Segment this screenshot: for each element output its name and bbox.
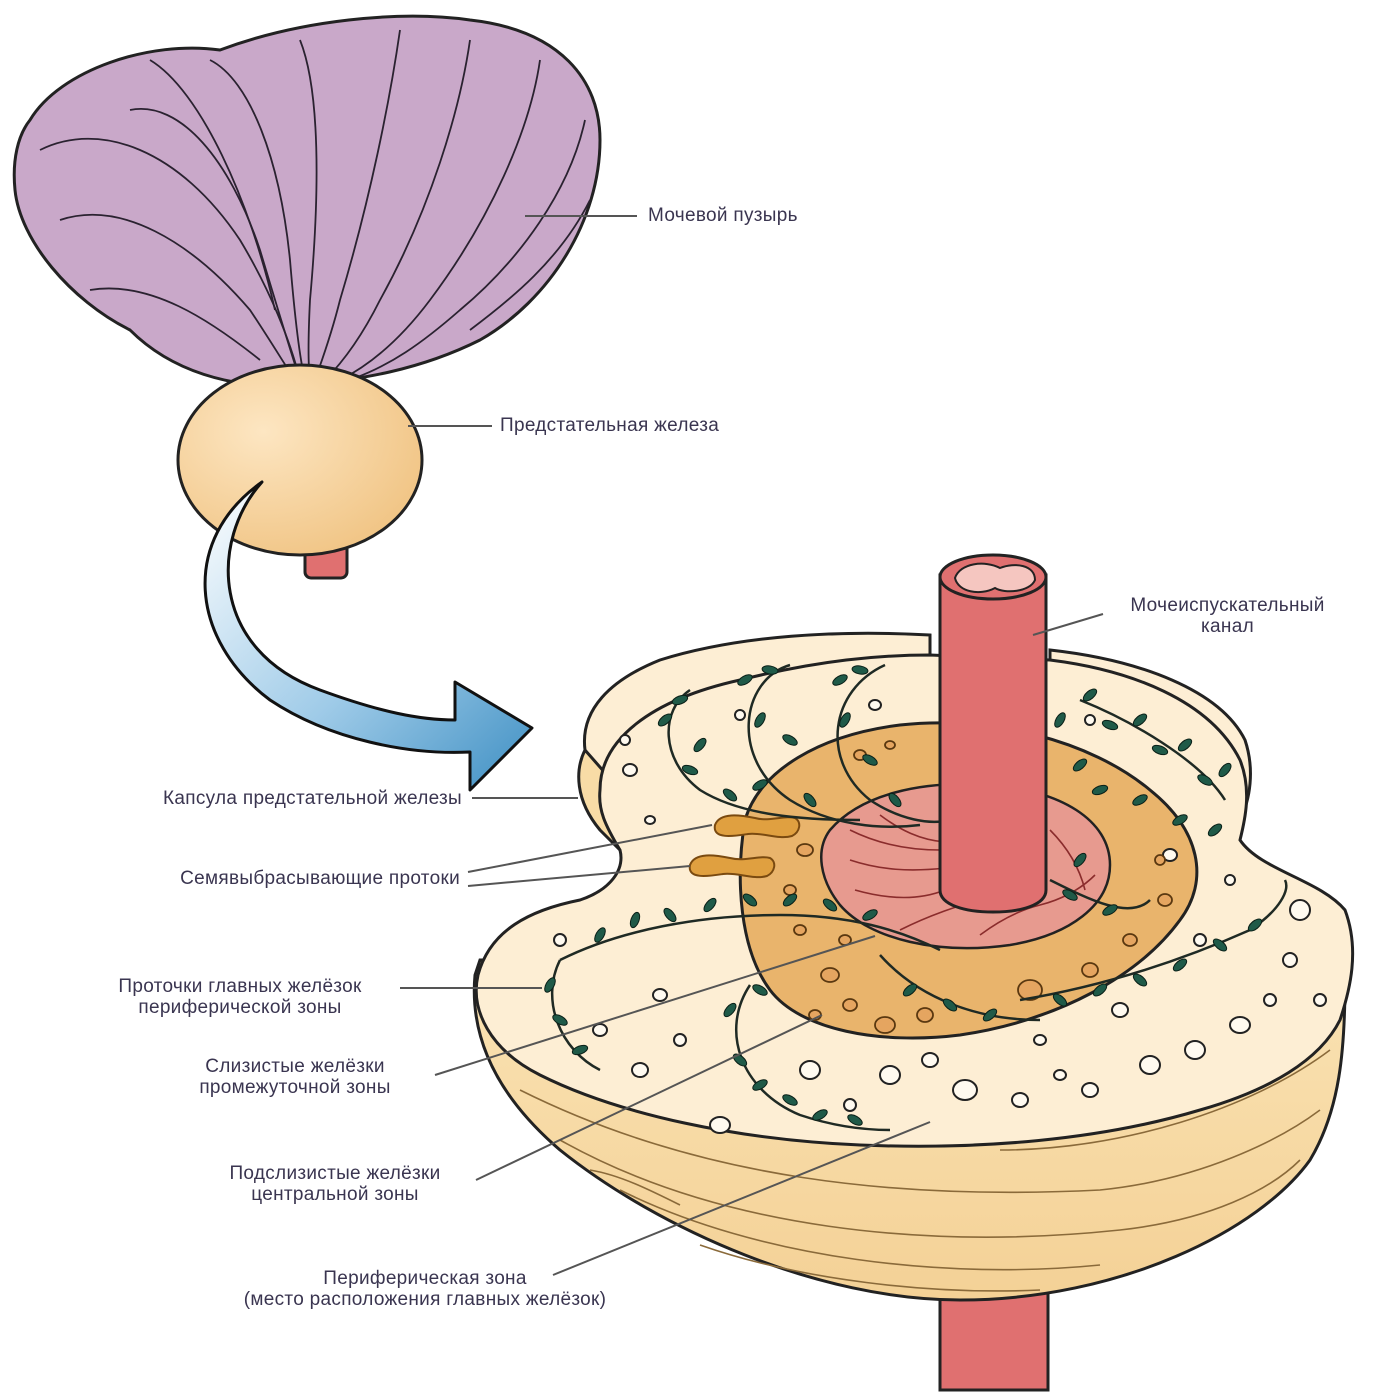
label-peripheral-zone-line1: Периферическая зона — [185, 1268, 665, 1289]
label-peripheral-ducts-line2: периферической зоны — [80, 997, 400, 1018]
label-bladder-text: Мочевой пузырь — [648, 205, 798, 226]
label-urethra-line2: канал — [1105, 616, 1350, 637]
label-peripheral-ducts: Проточки главных желёзок периферической … — [80, 976, 400, 1018]
gland-cross-section — [474, 555, 1352, 1390]
label-ejaculatory-ducts: Семявыбрасывающие протоки — [80, 868, 460, 889]
label-capsule-text: Капсула предстательной железы — [60, 788, 462, 809]
bladder-shape — [14, 16, 600, 386]
urethra-column — [940, 555, 1046, 912]
label-urethra: Мочеиспускательный канал — [1105, 595, 1350, 637]
label-peripheral-zone: Периферическая зона (место расположения … — [185, 1268, 665, 1310]
label-peripheral-zone-line2: (место расположения главных желёзок) — [185, 1289, 665, 1310]
label-mucous-glands: Слизистые желёзки промежуточной зоны — [160, 1056, 430, 1098]
label-submucous-glands-line2: центральной зоны — [200, 1184, 470, 1205]
label-mucous-glands-line2: промежуточной зоны — [160, 1077, 430, 1098]
label-urethra-line1: Мочеиспускательный — [1105, 595, 1350, 616]
label-peripheral-ducts-line1: Проточки главных желёзок — [80, 976, 400, 997]
label-submucous-glands: Подслизистые желёзки центральной зоны — [200, 1163, 470, 1205]
label-ejaculatory-ducts-text: Семявыбрасывающие протоки — [80, 868, 460, 889]
label-bladder: Мочевой пузырь — [648, 205, 798, 226]
label-mucous-glands-line1: Слизистые желёзки — [160, 1056, 430, 1077]
label-prostate: Предстательная железа — [500, 415, 719, 436]
label-submucous-glands-line1: Подслизистые желёзки — [200, 1163, 470, 1184]
label-capsule: Капсула предстательной железы — [60, 788, 462, 809]
label-prostate-text: Предстательная железа — [500, 415, 719, 436]
